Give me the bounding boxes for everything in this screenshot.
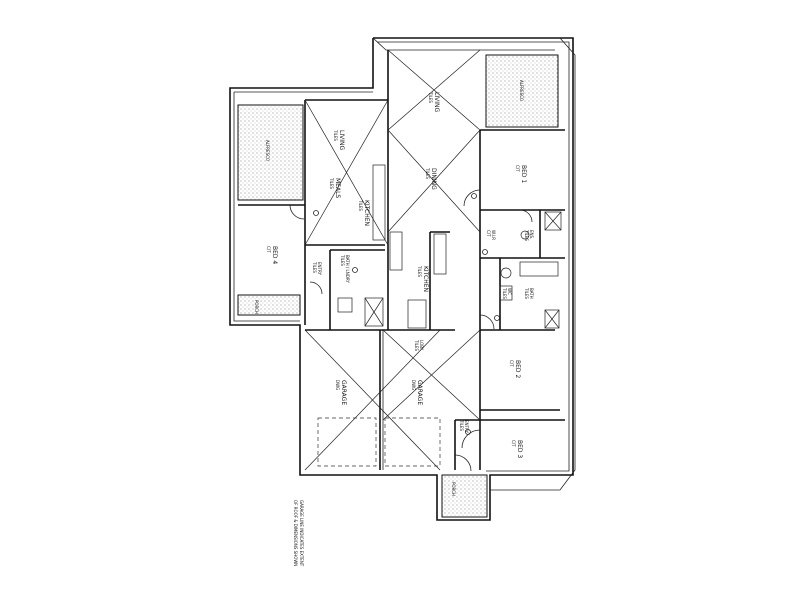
room-wc: WC TILES	[502, 287, 512, 299]
room-name: ENTRY	[464, 420, 469, 433]
room-kitchen: KITCHEN TILES	[417, 265, 429, 292]
room-living-main: LIVING TILES	[428, 91, 440, 112]
alfresco-text: ALFRESCO	[265, 140, 270, 161]
alfresco-left-label: ALFRESCO	[265, 140, 270, 161]
alfresco-right-label: ALFRESCO	[519, 80, 524, 101]
room-name: BED 4	[271, 246, 278, 264]
room-wir: W.I.R C/T	[486, 230, 496, 240]
ceiling-diagonals	[304, 49, 481, 471]
room-bed3: BED 3 C/T	[511, 440, 523, 458]
door-swings	[289, 189, 533, 472]
room-lobby: LOBY TILES	[414, 339, 424, 351]
porch-left-area	[237, 294, 301, 316]
alfresco-text: ALFRESCO	[519, 80, 524, 101]
room-name: MEALS	[334, 178, 341, 198]
room-dining: DINING TILES	[425, 167, 437, 190]
room-name: BATH	[529, 288, 534, 299]
alfresco-right-area	[485, 54, 559, 128]
room-name: LOBY	[419, 340, 424, 351]
room-floor: TILES	[428, 91, 433, 103]
room-floor: TILES	[502, 287, 507, 299]
room-name: BATH / LNDRY	[345, 255, 350, 283]
room-floor: TILES	[329, 177, 334, 189]
room-name: GARAGE	[416, 380, 423, 405]
room-floor: TILES	[417, 265, 422, 277]
room-kitchen-small: KITCHEN TILES	[358, 199, 370, 226]
room-floor: TILES	[524, 229, 529, 241]
room-name: BED 3	[516, 440, 523, 458]
internal-walls	[238, 50, 565, 470]
garage-car-space-right	[384, 417, 441, 467]
garage-car-space-left	[317, 417, 377, 467]
room-floor: TILES	[524, 287, 529, 299]
fixtures	[337, 164, 562, 329]
markers	[313, 193, 500, 435]
room-bath-lndry: BATH / LNDRY TILES	[340, 254, 350, 283]
room-name: LIVING	[338, 130, 345, 150]
room-bed2: BED 2 C/T	[509, 360, 521, 378]
room-living-left: LIVING TILES	[333, 129, 345, 150]
room-floor: TILES	[425, 167, 430, 179]
room-floor: TILES	[459, 419, 464, 431]
porch-text: PORCH	[254, 300, 259, 314]
porch-label: PORCH	[451, 482, 456, 496]
room-garage-right: GARAGE DWG	[411, 380, 423, 405]
room-name: KITCHEN	[422, 266, 429, 292]
room-floor: C/T	[515, 165, 520, 172]
room-floor: TILES	[358, 199, 363, 211]
room-floor: DWG	[335, 380, 340, 390]
room-floor: TILES	[340, 254, 345, 266]
room-floor: C/T	[511, 440, 516, 447]
room-garage-left: GARAGE DWG	[335, 380, 347, 405]
room-name: ENTRY	[317, 262, 322, 275]
room-ens: ENS. TILES	[524, 229, 534, 241]
room-name: GARAGE	[340, 380, 347, 405]
note-line-1: GARAGE LINE INDICATES EXTENT	[299, 500, 304, 567]
room-name: ENS.	[529, 230, 534, 239]
room-floor: TILES	[312, 261, 317, 273]
room-name: BED 2	[514, 360, 521, 378]
room-name: LIVING	[433, 92, 440, 112]
room-floor: C/T	[486, 230, 491, 237]
drawing-note: GARAGE LINE INDICATES EXTENT OF ROOF & D…	[293, 500, 304, 567]
room-name: WC	[507, 288, 512, 295]
room-name: W.I.R	[491, 230, 496, 240]
room-bath-right: BATH TILES	[524, 287, 534, 299]
note-line-2: OF ROOF & DIMENSIONS SHOWN	[293, 500, 298, 566]
porch-area	[441, 474, 488, 518]
room-bed1: BED 1 C/T	[515, 165, 527, 183]
room-meals: MEALS TILES	[329, 177, 341, 198]
porch-left-label: PORCH	[254, 300, 259, 314]
outer-walls	[229, 37, 576, 521]
room-floor: C/T	[509, 360, 514, 367]
room-name: DINING	[430, 168, 437, 190]
room-floor: DWG	[411, 380, 416, 390]
alfresco-left-area	[237, 104, 304, 201]
room-floor: C/T	[266, 246, 271, 253]
room-floor: TILES	[414, 339, 419, 351]
room-entry-main: ENTRY TILES	[459, 419, 469, 433]
room-bed4: BED 4 C/T	[266, 246, 278, 264]
room-floor: TILES	[333, 129, 338, 141]
room-entry-left: ENTRY TILES	[312, 261, 322, 275]
room-name: KITCHEN	[363, 200, 370, 226]
porch-text: PORCH	[451, 482, 456, 496]
room-name: BED 1	[520, 165, 527, 183]
